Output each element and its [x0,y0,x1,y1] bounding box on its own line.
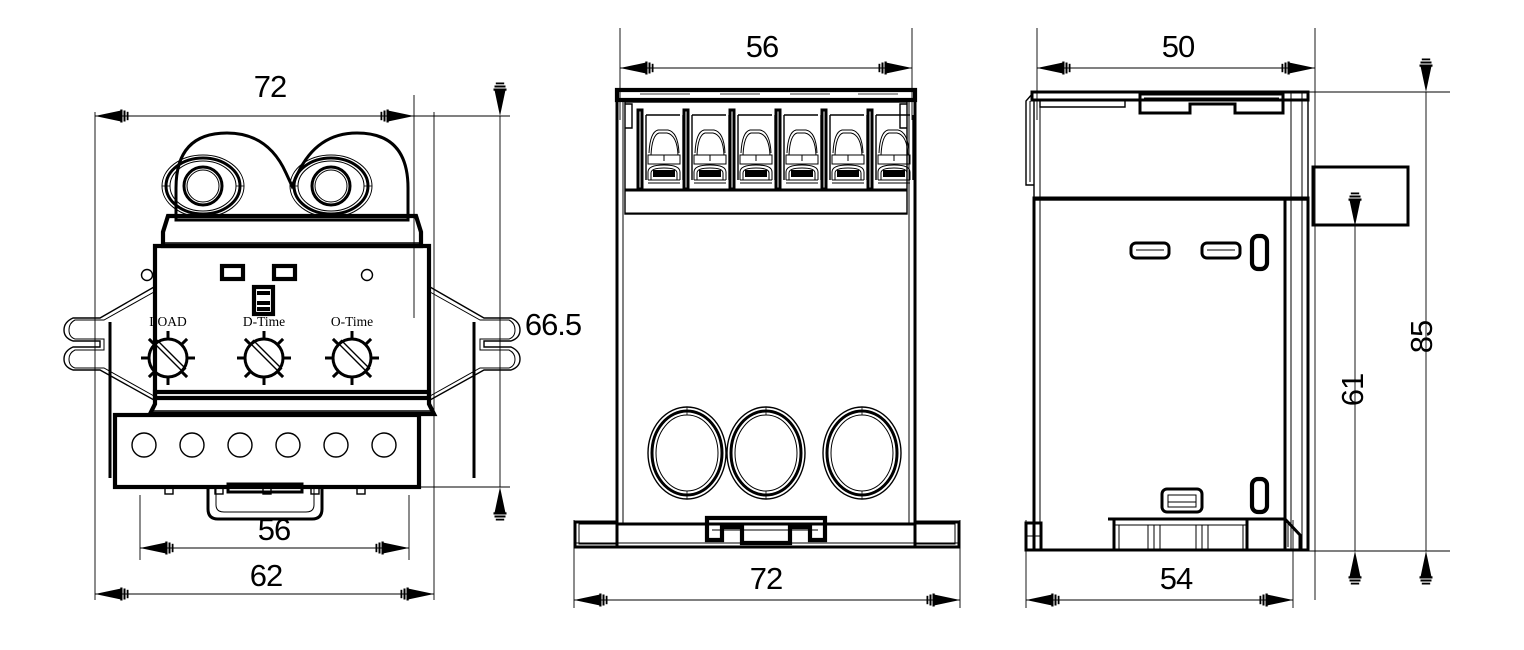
oval-port-3 [821,405,903,501]
top-view-body [615,98,917,526]
side-view-group: 50 85 61 54 [1024,28,1450,608]
oval-port-1 [646,405,728,501]
top-view-group: 56 72 [573,28,961,608]
boss-left [161,154,245,218]
terminal-slot-2 [682,108,731,191]
side-extension-block [1311,165,1410,227]
lower-terminal-block [112,412,422,490]
terminal-hole-5 [323,432,349,458]
terminal-slot-4 [774,108,823,191]
keyhole-slot-top [1249,233,1270,272]
bottom-left-foot [1024,521,1043,552]
terminal-housing [624,101,915,215]
bottom-center-clip [704,515,828,546]
screw-left [140,268,154,282]
dim-85-text: 85 [1404,321,1439,353]
din-rail-clip [1108,517,1285,552]
dim-72-top: 72 [95,69,414,123]
keyhole-slot-bottom [1249,476,1270,515]
terminal-hole-4 [275,432,301,458]
knob-label-load: LOAD [149,314,187,329]
top-bosses-housing [161,131,410,222]
bottom-clip [164,482,366,521]
dim-62-text: 62 [250,558,282,593]
indicator-led-left [219,263,246,282]
dim-56-top-text: 56 [746,29,778,64]
oval-port-2 [725,405,807,501]
terminal-hole-3 [227,432,253,458]
front-view-group: LOAD D-Time O-Time [63,69,582,601]
boss-right [289,154,373,218]
knob-o-time[interactable] [323,329,381,387]
lower-flange [146,389,438,417]
dim-56-bottom: 56 [140,512,409,555]
slot-vent-2 [1200,241,1242,260]
dim-61: 61 [1335,192,1370,585]
top-left-tab [1025,92,1126,186]
terminal-hole-2 [179,432,205,458]
terminal-hole-6 [371,432,397,458]
main-body [152,243,432,401]
knob-label-d-time: D-Time [243,314,285,329]
mounting-bracket-right [429,286,521,478]
slot-vent-1 [1129,241,1171,260]
dim-54: 54 [1026,561,1293,607]
dim-66-5-text: 66.5 [525,307,581,342]
top-recess-strip [1138,92,1285,115]
dim-66-5: 66.5 [493,82,582,521]
knob-load[interactable] [139,329,197,387]
dim-54-text: 54 [1160,561,1193,596]
slot-vent-3 [1160,487,1204,514]
dim-50: 50 [1037,29,1315,75]
terminal-hole-1 [131,432,157,458]
knob-label-o-time: O-Time [331,314,373,329]
dim-72-bottom: 72 [574,561,960,607]
dip-switch [251,284,276,317]
bottom-right-chamfer [1283,515,1302,552]
terminal-slot-5 [820,108,869,191]
screw-right [360,268,374,282]
terminal-slot-1 [636,108,685,191]
terminal-slot-6 [866,108,915,191]
dim-56-bottom-text: 56 [258,512,290,547]
dim-50-text: 50 [1162,29,1195,64]
dim-62: 62 [95,558,434,601]
dim-72-top-text: 72 [254,69,286,104]
dim-56-top: 56 [620,29,912,75]
terminal-slot-3 [728,108,777,191]
dim-85: 85 [1404,58,1439,585]
knob-d-time[interactable] [235,329,293,387]
dim-61-text: 61 [1335,374,1370,406]
mounting-bracket-left [63,286,155,478]
indicator-led-right [271,263,298,282]
dim-72-bottom-text: 72 [750,561,782,596]
